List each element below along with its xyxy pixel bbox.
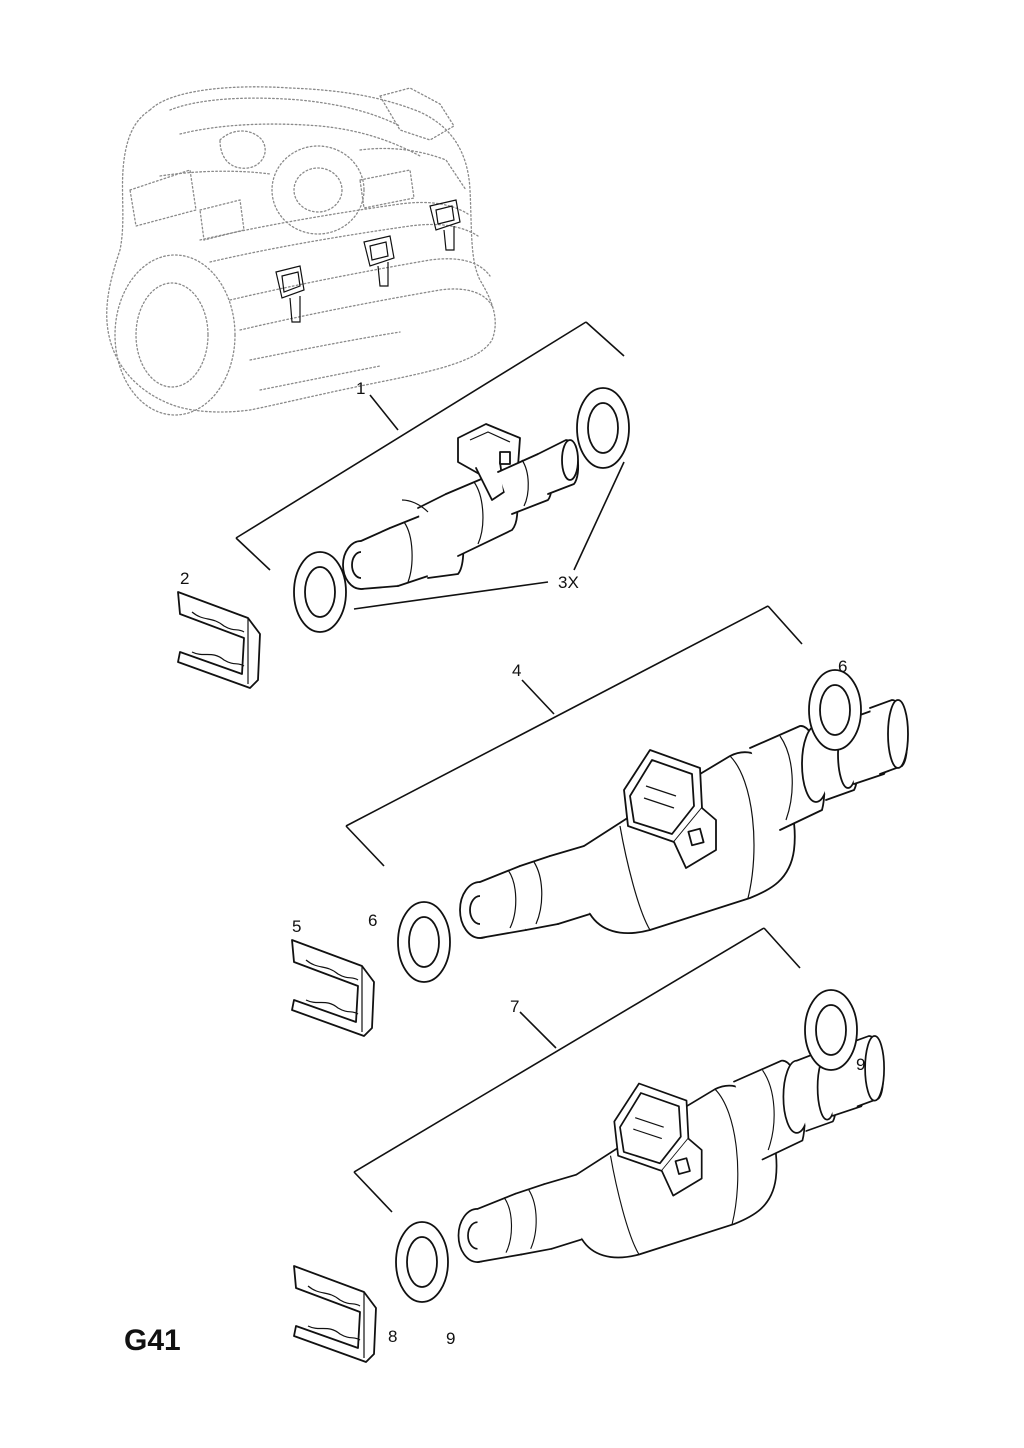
retaining-clip-8 (293, 1265, 377, 1363)
seal-ring-upper-3 (576, 387, 630, 469)
injector-7 (457, 1035, 885, 1263)
callout-3x: 3X (558, 573, 579, 592)
callout-5: 5 (292, 917, 301, 936)
callout-8: 8 (388, 1327, 397, 1346)
seal-ring-6-lower (397, 901, 451, 983)
seal-ring-6-upper (808, 669, 862, 751)
injector-1 (342, 423, 580, 590)
seal-ring-lower-3 (293, 551, 347, 633)
callout-6-lower: 6 (368, 911, 377, 930)
retaining-clip-2 (177, 591, 261, 689)
page-code: G41 (124, 1324, 181, 1357)
seal-ring-9-upper (804, 989, 858, 1071)
callout-4: 4 (512, 661, 521, 680)
callout-6-upper: 6 (838, 657, 847, 676)
injector-kit-group-7 (293, 927, 885, 1363)
injector-kit-group-1 (177, 321, 630, 689)
seal-ring-9-lower (395, 1221, 449, 1303)
callout-1: 1 (356, 379, 365, 398)
retaining-clip-5 (291, 939, 375, 1037)
callout-9-upper: 9 (856, 1055, 865, 1074)
injector-kit-group-4 (291, 605, 909, 1037)
engine-ghost-drawing (106, 86, 496, 416)
callout-9-lower: 9 (446, 1329, 455, 1348)
callout-7: 7 (510, 997, 519, 1016)
callout-2: 2 (180, 569, 189, 588)
